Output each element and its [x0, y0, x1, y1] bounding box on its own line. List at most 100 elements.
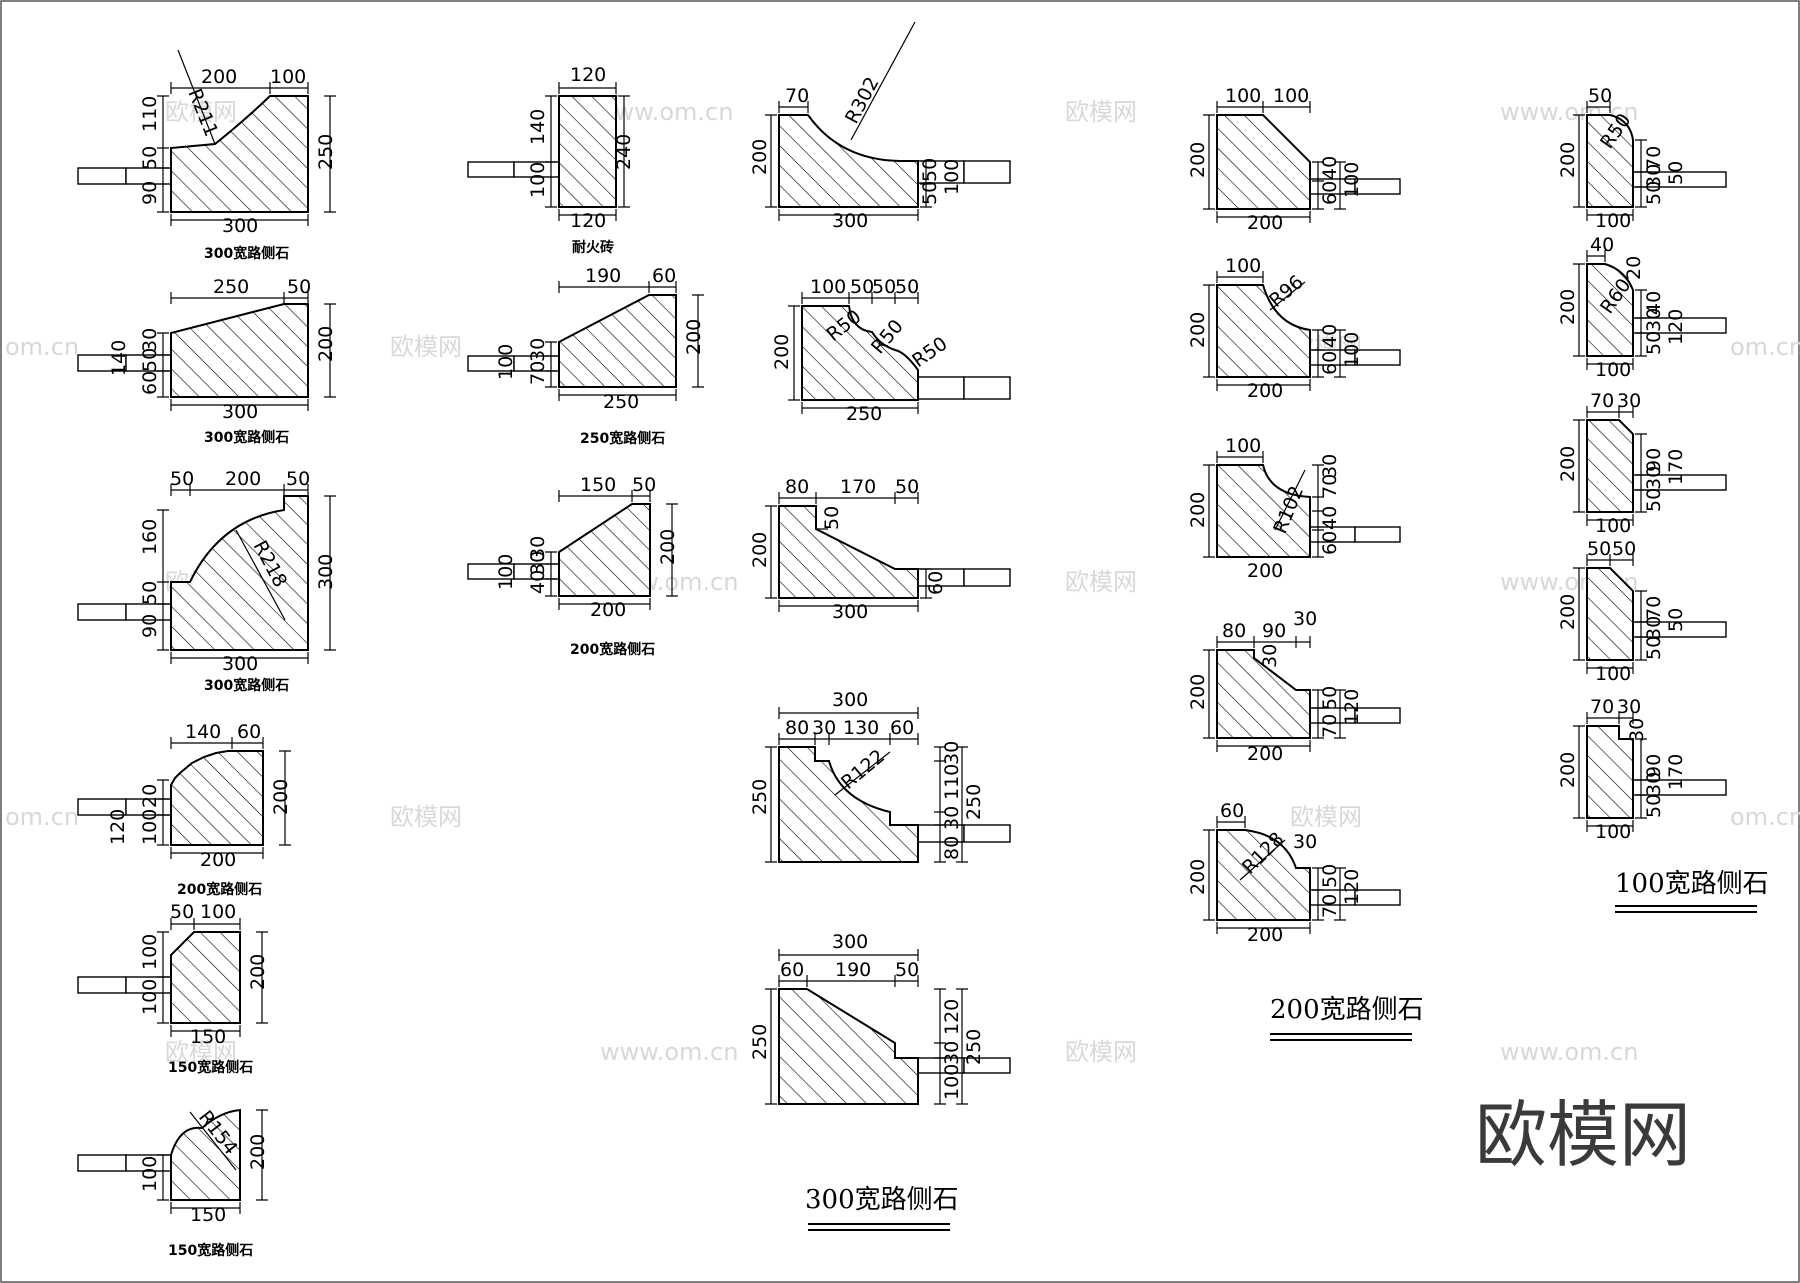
dimension-label: 50 — [170, 468, 194, 490]
dimension-lines — [1270, 1033, 1412, 1041]
dimension-label: 70 — [527, 361, 549, 385]
paving-brick — [77, 603, 127, 621]
dimension-label: 50 — [1612, 538, 1636, 560]
dimension-label: 250 — [213, 276, 249, 298]
dimension-label: 300 — [222, 653, 258, 675]
dimension-label: 300 — [832, 931, 868, 953]
dimension-lines — [157, 49, 336, 226]
dimension-label: 100 — [139, 809, 161, 845]
dimension-lines — [765, 21, 932, 221]
paving-brick — [77, 976, 127, 994]
dimension-label: 70 — [1590, 390, 1614, 412]
dimension-label: 100 — [139, 979, 161, 1015]
dimension-label: 160 — [139, 519, 161, 555]
dimension-label: 50 — [170, 901, 194, 923]
section-title-text: 200宽路侧石 — [1270, 995, 1424, 1025]
dimension-label: 190 — [585, 265, 621, 287]
dimension-label: 100 — [527, 162, 549, 198]
dimension-label: 200 — [657, 529, 679, 565]
curb-stone-section — [1586, 567, 1634, 661]
dimension-label: 50 — [895, 476, 919, 498]
dimension-label: 100 — [810, 276, 846, 298]
curb-detail-a4: 140 60 120 100 20 200 200 200宽路侧石 — [77, 721, 292, 898]
dimension-label: 200 — [200, 849, 236, 871]
dimension-label: 50 — [139, 146, 161, 170]
dimension-label: 100 — [941, 1064, 963, 1100]
curb-detail-b1: 120 140 100 240 120 耐火砖 — [467, 64, 635, 256]
dimension-lines — [1203, 816, 1346, 934]
dimension-label: 120 — [1341, 869, 1363, 905]
dimension-lines — [545, 490, 678, 610]
dimension-label: 30 — [1643, 772, 1665, 796]
dimension-label: 30 — [527, 338, 549, 362]
dimension-label: 30 — [1259, 644, 1281, 668]
paving-brick — [1354, 707, 1401, 724]
dimension-label: 50 — [1319, 686, 1341, 710]
paving-brick — [963, 1057, 1011, 1074]
dimension-label: 120 — [941, 999, 963, 1035]
dimension-label: 200 — [247, 954, 269, 990]
watermark-url: www.om.cn — [600, 1038, 738, 1066]
dimension-label: 110 — [941, 764, 963, 800]
dimension-label: 150 — [190, 1204, 226, 1226]
dimension-label: 70 — [1319, 714, 1341, 738]
dimension-lines — [545, 281, 704, 401]
curb-stone-section — [1586, 419, 1634, 513]
curb-stone-section — [170, 303, 309, 398]
dimension-label: 40 — [1319, 506, 1341, 530]
dimension-label: 70 — [1643, 146, 1665, 170]
dimension-label: 100 — [495, 344, 517, 380]
dimension-label: 170 — [840, 476, 876, 498]
dimension-label: 80 — [941, 836, 963, 860]
dimension-label: 120 — [1665, 309, 1687, 345]
dimension-label: 240 — [613, 134, 635, 170]
caption: 150宽路侧石 — [168, 1059, 253, 1076]
dimension-label: 50 — [1587, 538, 1611, 560]
dimension-label: 200 — [1557, 289, 1579, 325]
curb-detail-b3: 150 50 100 40 30 30 200 200 200宽路侧石 — [467, 474, 679, 658]
dimension-label: 200 — [749, 139, 771, 175]
dimension-label: 130 — [843, 717, 879, 739]
dimension-lines — [765, 707, 968, 863]
paving-brick — [963, 568, 1011, 587]
dimension-label: 30 — [1626, 718, 1648, 742]
dimension-lines — [1203, 636, 1346, 752]
curb-stone-section — [778, 114, 919, 208]
watermark-brand: 欧模网 — [1065, 1038, 1137, 1066]
dimension-label: 60 — [1319, 351, 1341, 375]
dimension-label: 300 — [832, 601, 868, 623]
curb-stone-section — [778, 746, 919, 863]
dimension-label: 60 — [652, 265, 676, 287]
caption: 300宽路侧石 — [204, 245, 289, 262]
dimension-label: 170 — [1665, 449, 1687, 485]
dimension-lines — [1573, 406, 1647, 526]
dimension-label: 40 — [1319, 156, 1341, 180]
dimension-label: 120 — [1341, 689, 1363, 725]
dimension-label: 50 — [1643, 636, 1665, 660]
dimension-lines — [1573, 712, 1647, 832]
caption: 耐火砖 — [572, 239, 614, 256]
watermark-url-short: om.cn — [5, 333, 79, 361]
dimension-label: 90 — [1643, 448, 1665, 472]
watermark-brand: 欧模网 — [390, 803, 462, 831]
curb-stone-section — [1586, 114, 1634, 208]
dimension-label: 80 — [785, 476, 809, 498]
dimension-label: 30 — [941, 741, 963, 765]
curb-stone-section — [1216, 114, 1311, 210]
dimension-label: 250 — [315, 134, 337, 170]
paving-brick — [77, 167, 127, 185]
dimension-label: 150 — [190, 1026, 226, 1048]
section-title-text: 300宽路侧石 — [805, 1185, 959, 1215]
dimension-label: 30 — [139, 328, 161, 352]
dimension-label: 300 — [832, 689, 868, 711]
curb-stone-section — [170, 750, 264, 846]
curb-stone-section — [1216, 464, 1311, 558]
dimension-label: 50 — [895, 959, 919, 981]
paving-brick — [1354, 178, 1401, 195]
dimension-label: 60 — [780, 959, 804, 981]
dimension-label: 250 — [963, 784, 985, 820]
dimension-label: 300 — [222, 215, 258, 237]
dimension-label: 200 — [1187, 492, 1209, 528]
dimension-label: 50 — [1319, 864, 1341, 888]
